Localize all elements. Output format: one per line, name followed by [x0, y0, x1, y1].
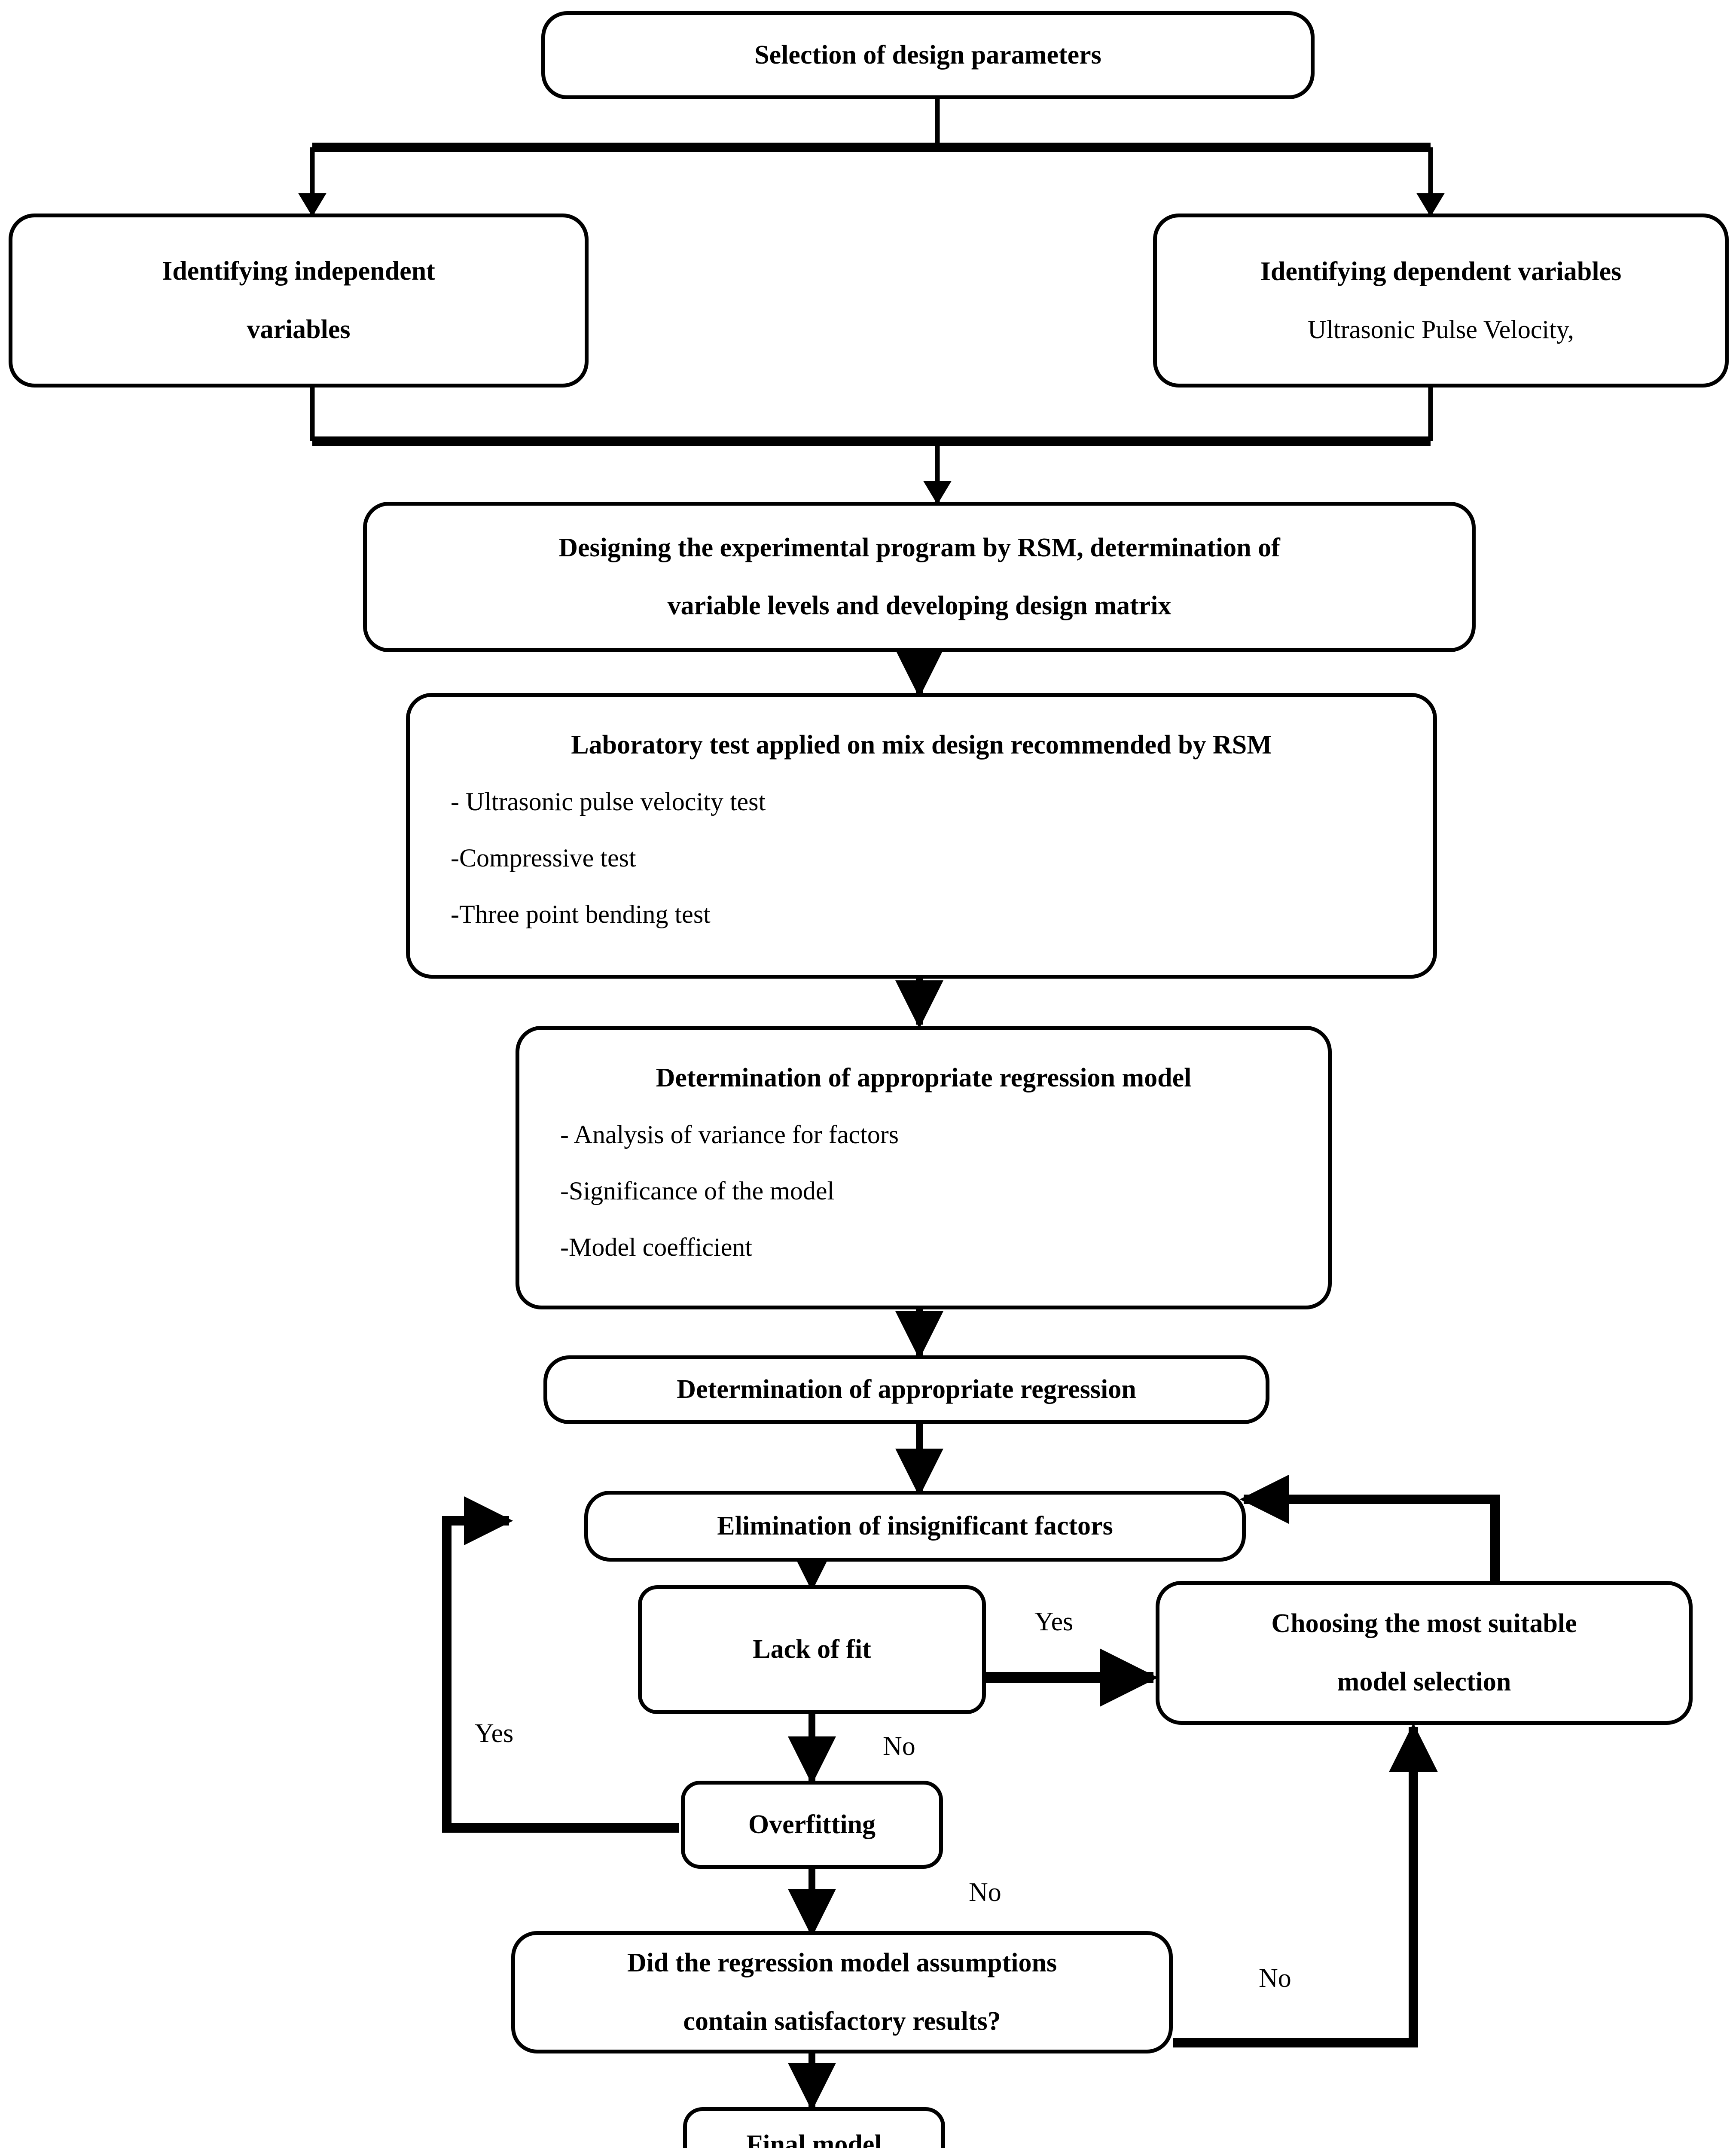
- list-item: -Compressive test: [451, 844, 636, 873]
- node-final-model[interactable]: Final model: [683, 2107, 945, 2148]
- edge-choosing-to-elimination: [1239, 1474, 1500, 1583]
- node-overfitting[interactable]: Overfitting: [681, 1781, 943, 1869]
- node-choosing-line2: model selection: [1337, 1667, 1511, 1696]
- node-final-model-title: Final model: [746, 2130, 882, 2148]
- list-item: -Model coefficient: [560, 1233, 753, 1262]
- node-laboratory-bullets: - Ultrasonic pulse velocity test -Compre…: [410, 759, 1433, 928]
- node-independent-line1: Identifying independent: [162, 256, 435, 286]
- node-selection-title: Selection of design parameters: [754, 40, 1101, 70]
- node-laboratory-title: Laboratory test applied on mix design re…: [571, 730, 1272, 760]
- node-independent-line2: variables: [247, 314, 351, 344]
- node-appropriate-regression-title: Determination of appropriate regression: [677, 1375, 1136, 1404]
- edge-overfitting-to-elimination-yes: [442, 1496, 679, 1833]
- edge-selection-to-split: [298, 99, 1445, 217]
- node-assumptions-line1: Did the regression model assumptions: [627, 1948, 1057, 1978]
- node-elimination-insignificant-factors[interactable]: Elimination of insignificant factors: [584, 1491, 1246, 1562]
- node-determination-appropriate-regression[interactable]: Determination of appropriate regression: [543, 1355, 1269, 1424]
- list-item: -Three point bending test: [451, 900, 711, 929]
- list-item: -Significance of the model: [560, 1177, 835, 1205]
- node-choosing-line1: Choosing the most suitable: [1271, 1609, 1577, 1638]
- node-lack-of-fit-title: Lack of fit: [753, 1635, 871, 1664]
- node-selection-of-design-parameters[interactable]: Selection of design parameters: [541, 11, 1315, 99]
- edge-label-overfitting-no: No: [969, 1878, 1001, 1907]
- node-determination-regression-model[interactable]: Determination of appropriate regression …: [516, 1026, 1332, 1309]
- node-overfitting-title: Overfitting: [748, 1809, 876, 1839]
- node-lack-of-fit[interactable]: Lack of fit: [638, 1585, 986, 1714]
- node-identifying-dependent-variables[interactable]: Identifying dependent variables Ultrason…: [1153, 214, 1729, 387]
- node-dependent-line2: Ultrasonic Pulse Velocity,: [1308, 315, 1574, 344]
- node-regression-model-bullets: - Analysis of variance for factors -Sign…: [519, 1092, 1328, 1261]
- node-regression-assumptions-question[interactable]: Did the regression model assumptions con…: [511, 1931, 1173, 2053]
- node-designing-experimental-program[interactable]: Designing the experimental program by RS…: [363, 502, 1476, 652]
- node-identifying-independent-variables[interactable]: Identifying independent variables: [9, 214, 589, 387]
- list-item: - Analysis of variance for factors: [560, 1120, 899, 1149]
- node-designing-line1: Designing the experimental program by RS…: [558, 533, 1280, 562]
- list-item: - Ultrasonic pulse velocity test: [451, 787, 766, 816]
- node-assumptions-line2: contain satisfactory results?: [683, 2006, 1001, 2036]
- node-laboratory-test[interactable]: Laboratory test applied on mix design re…: [406, 693, 1437, 979]
- node-choosing-most-suitable-model[interactable]: Choosing the most suitable model selecti…: [1156, 1581, 1693, 1725]
- node-elimination-title: Elimination of insignificant factors: [717, 1511, 1113, 1541]
- node-regression-model-title: Determination of appropriate regression …: [656, 1063, 1192, 1092]
- edge-vars-to-designing: [310, 387, 1433, 505]
- edge-label-lack-of-fit-no: No: [883, 1732, 915, 1761]
- edge-label-assumptions-no: No: [1259, 1964, 1291, 1993]
- edge-label-lack-of-fit-yes: Yes: [1034, 1607, 1074, 1636]
- edge-label-overfitting-yes: Yes: [475, 1719, 514, 1748]
- node-designing-line2: variable levels and developing design ma…: [667, 591, 1172, 620]
- edge-assumptions-to-choosing-no: [1173, 1723, 1438, 2047]
- node-dependent-line1: Identifying dependent variables: [1260, 257, 1622, 287]
